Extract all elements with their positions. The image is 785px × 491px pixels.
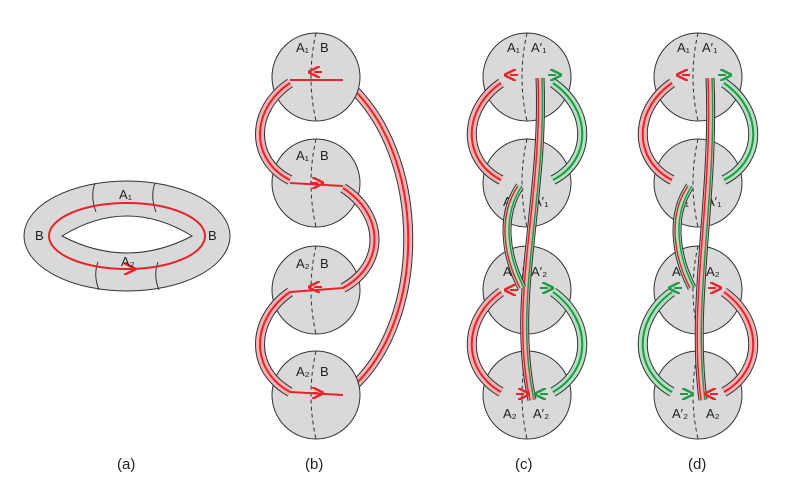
tube-cross-d-green — [678, 185, 695, 289]
label-left: B — [35, 228, 44, 243]
ball-label-right: B — [320, 148, 329, 163]
tube-diag-d-fill — [695, 77, 715, 401]
cut-bottom-right — [155, 261, 160, 291]
tube-c-left-2-core — [470, 291, 502, 393]
caption-d: (d) — [688, 456, 706, 473]
tube-d-left-2-core — [641, 291, 673, 393]
tube-diag-green — [525, 77, 544, 401]
tube-left-1-core — [259, 82, 291, 181]
cut-top-left — [92, 182, 97, 213]
caption-b: (b) — [305, 456, 323, 473]
ball-label-right: B — [320, 256, 329, 271]
ball-label-left: A′₂ — [672, 406, 688, 421]
tube-diag-red — [521, 77, 540, 401]
label-right: B — [208, 228, 217, 243]
tube-diag-d-green — [700, 77, 714, 401]
ball-label-left: A₁ — [677, 40, 691, 55]
ball-label-left: A₂ — [296, 256, 310, 271]
tube-cross-red — [504, 185, 521, 289]
tube-d-right-1-core — [723, 82, 755, 181]
cut-top-right — [152, 182, 157, 213]
cut-bottom-left — [95, 261, 100, 291]
tube-long-core — [342, 79, 410, 396]
caption-c: (c) — [515, 456, 533, 473]
ball-label-left: A₂ — [503, 406, 517, 421]
ball-label-left: A₁ — [296, 40, 310, 55]
tube-c-left-1-core — [470, 82, 502, 181]
ball-d-1: A₁ A′₁ — [653, 32, 743, 122]
caption-a: (a) — [117, 456, 135, 473]
label-bottom: A₂ — [121, 254, 135, 269]
ball-label-right: A′₂ — [531, 264, 547, 279]
panel-c: A₁ A′₁ A₁ A′₁ A₂ A′₂ A₂ A′₂ — [466, 32, 588, 473]
ball-label-left: A₁ — [296, 148, 310, 163]
tube-diag-fill — [521, 77, 544, 401]
tube-right-mid-core — [342, 187, 376, 289]
ball-b-1: A₁ B — [271, 32, 361, 122]
tube-cross-green — [508, 185, 525, 289]
ball-label-right: A′₁ — [702, 40, 718, 55]
tube-left-2-core — [259, 291, 291, 393]
tube-d-left-1-core — [641, 82, 673, 181]
panel-a: A₁ A₂ B B (a) — [23, 180, 231, 473]
torus-hole — [60, 215, 194, 254]
ball-label-right: B — [320, 364, 329, 379]
label-top: A₁ — [119, 187, 133, 202]
ball-label-right: A′₁ — [531, 40, 547, 55]
tube-d-right-2-core — [723, 291, 755, 393]
tube-diag-d-red — [696, 77, 710, 401]
ball-label-left: A₁ — [507, 40, 521, 55]
tube-c-right-2-core — [552, 291, 584, 393]
tube-cross-fill — [503, 184, 526, 290]
panel-d: A₁ A′₁ A₁ A′₁ A′₂ A₂ A′₂ A₂ — [637, 32, 759, 473]
ball-c-1: A₁ A′₁ — [482, 32, 572, 122]
ball-label-right: A′₂ — [533, 406, 549, 421]
tube-cross-d-fill — [673, 184, 696, 290]
ball-label-right: A₂ — [706, 406, 720, 421]
tube-cross-d-red — [674, 185, 691, 289]
ball-label-right: A₂ — [706, 264, 720, 279]
ball-label-right: B — [320, 40, 329, 55]
tube-c-right-1-core — [552, 82, 584, 181]
panel-b: A₁ B A₁ B A₂ B A₂ B — [255, 32, 414, 473]
ball-label-left: A₂ — [296, 364, 310, 379]
